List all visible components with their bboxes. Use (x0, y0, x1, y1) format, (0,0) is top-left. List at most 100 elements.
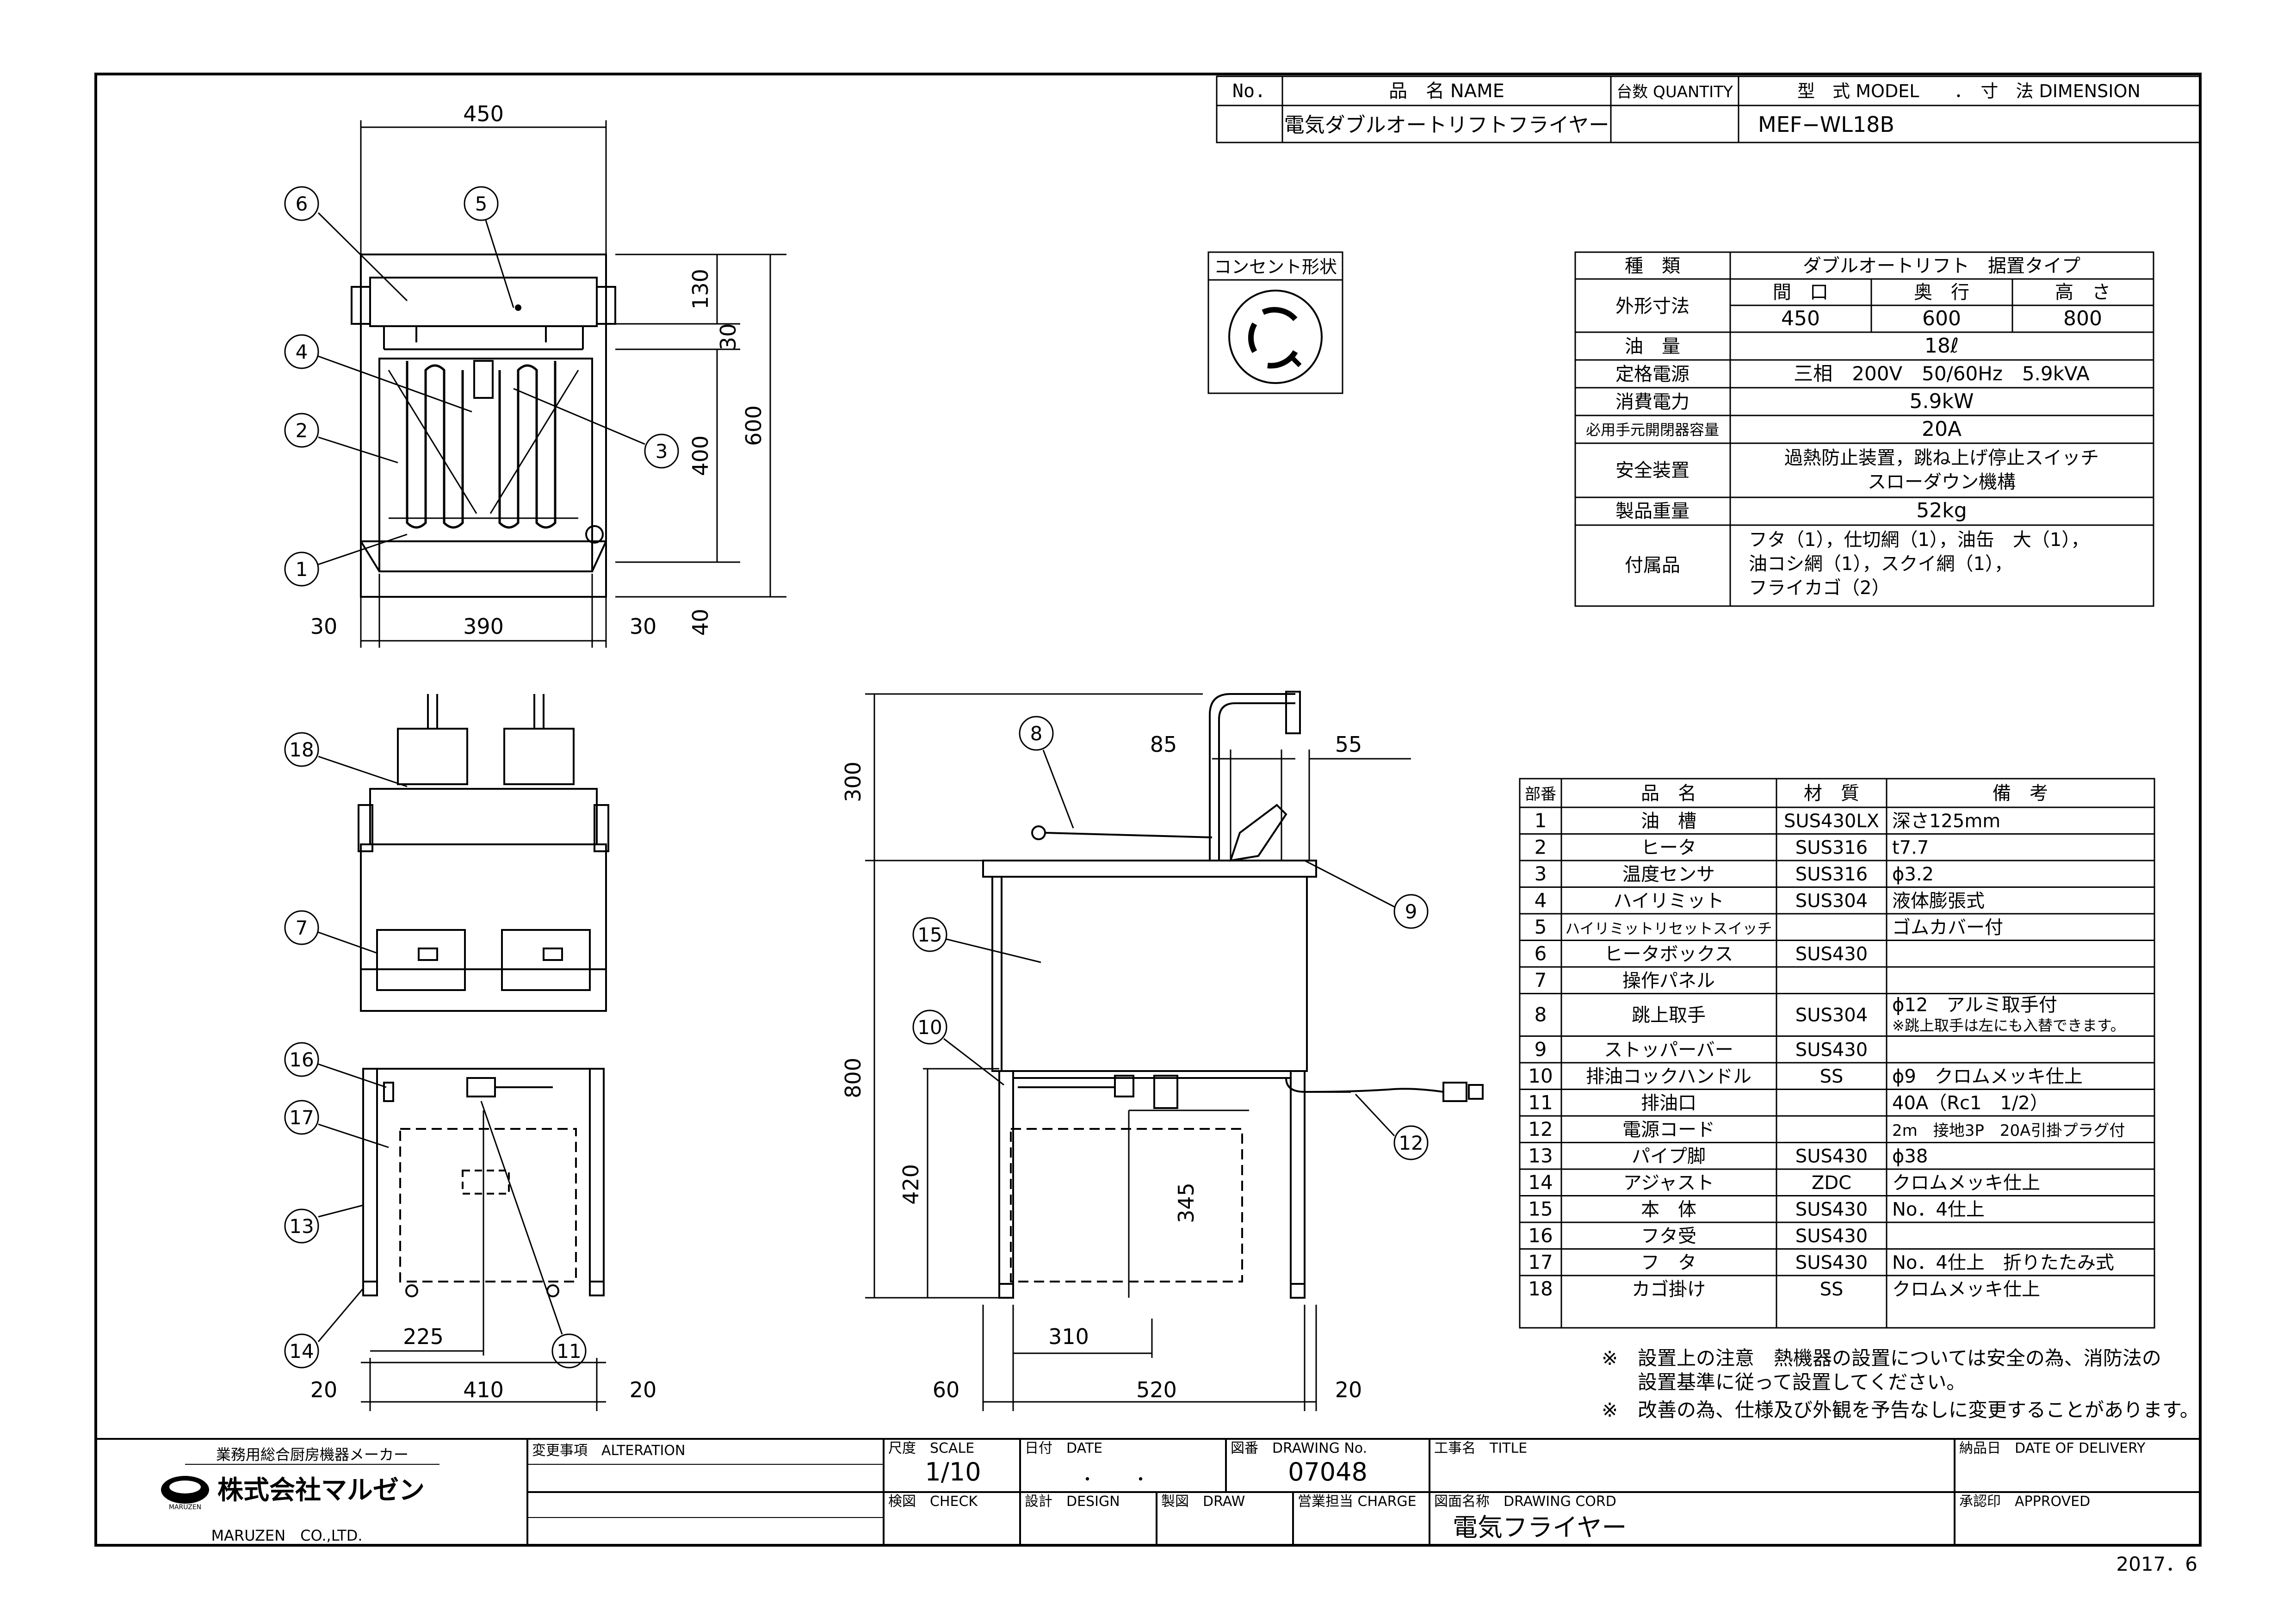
part-no: 15 (1528, 1197, 1553, 1220)
date-value: ． ． (1083, 1461, 1157, 1486)
spec-value-safety-1: 過熱防止装置，跳ね上げ停止スイッチ (1784, 447, 2099, 469)
balloons (284, 186, 1429, 1369)
part-no: 6 (1535, 942, 1547, 965)
balloon-13: 13 (289, 1215, 314, 1238)
dim-top-390: 390 (463, 614, 504, 639)
company-name-jp: 株式会社マルゼン (217, 1475, 425, 1505)
part-note: ϕ38 (1892, 1146, 1928, 1167)
part-note: クロムメッキ仕上 (1892, 1279, 2040, 1300)
spec-sub-height: 高 さ (2055, 282, 2110, 303)
part-no: 2 (1535, 836, 1547, 858)
spec-label-safety: 安全装置 (1615, 460, 1690, 481)
part-no: 12 (1528, 1118, 1553, 1140)
balloon-labels: 6 5 4 3 2 1 18 7 16 17 13 14 11 8 9 15 1… (289, 192, 1423, 1363)
part-name: フ タ (1641, 1252, 1696, 1273)
dim-side-55: 55 (1335, 732, 1362, 757)
dim-top-30: 30 (716, 323, 741, 351)
balloon-1: 1 (296, 558, 308, 581)
part-name: フタ受 (1641, 1226, 1696, 1247)
spec-val-height: 800 (2063, 307, 2102, 330)
spec-value-weight: 52kg (1916, 499, 1967, 522)
spec-label-consumption: 消費電力 (1615, 391, 1690, 413)
part-no: 7 (1535, 969, 1547, 991)
dim-side-60: 60 (933, 1377, 960, 1402)
spec-label-oil: 油 量 (1625, 336, 1680, 357)
parts-table (1519, 778, 2155, 1329)
part-material: SUS304 (1795, 1005, 1868, 1026)
part-material: SUS304 (1795, 890, 1868, 911)
dim-top-400: 400 (688, 435, 713, 476)
balloon-18: 18 (289, 738, 314, 761)
dim-front-20-right: 20 (630, 1377, 657, 1402)
spec-value-consumption: 5.9kW (1910, 390, 1974, 413)
part-no: 16 (1528, 1224, 1553, 1247)
spec-value-breaker: 20A (1922, 417, 1962, 441)
design-label: 設計 DESIGN (1025, 1493, 1120, 1510)
drawing-no-label: 図番 DRAWING No. (1231, 1440, 1367, 1456)
balloon-8: 8 (1030, 722, 1043, 745)
part-note: ゴムカバー付 (1892, 917, 2003, 938)
part-name: パイプ脚 (1632, 1146, 1706, 1167)
side-view (982, 691, 1484, 1299)
note-2-line-1: 改善の為、仕様及び外観を予告なしに変更することがあります。 (1638, 1399, 2199, 1421)
outlet-plug-icon (1228, 290, 1323, 384)
spec-label-type: 種 類 (1625, 255, 1680, 277)
name-header: 品 名 NAME (1389, 81, 1504, 102)
part-note: ϕ3.2 (1892, 864, 1934, 885)
outlet-label: コンセント形状 (1214, 257, 1337, 277)
part-no: 13 (1528, 1144, 1553, 1167)
drawing-no-value: 07048 (1288, 1457, 1368, 1487)
outlet-box: コンセント形状 (1207, 251, 1343, 394)
dim-side-300: 300 (841, 762, 866, 802)
part-name: 本 体 (1641, 1199, 1696, 1220)
spec-sub-depth: 奥 行 (1914, 282, 1969, 303)
part-name: ヒータ (1641, 837, 1696, 858)
part-material: SUS430 (1795, 1146, 1868, 1167)
spec-sub-width: 間 口 (1773, 282, 1828, 303)
balloon-11: 11 (557, 1340, 581, 1363)
part-no: 18 (1528, 1277, 1553, 1300)
top-view-dimensions (360, 120, 786, 648)
balloon-16: 16 (289, 1048, 314, 1071)
part-name: ストッパーバー (1604, 1039, 1733, 1060)
part-note: 液体膨張式 (1892, 890, 1985, 911)
part-note: 2m 接地3P 20A引掛プラグ付 (1892, 1121, 2125, 1140)
dim-front-20-left: 20 (310, 1377, 338, 1402)
spec-value-power-source: 三相 200V 50/60Hz 5.9kVA (1794, 362, 2090, 385)
balloon-3: 3 (656, 440, 668, 463)
spec-label-power-source: 定格電源 (1615, 364, 1690, 385)
part-name: 跳上取手 (1632, 1005, 1706, 1026)
part-note: No．4仕上 折りたたみ式 (1892, 1252, 2114, 1273)
part-no: 4 (1535, 889, 1547, 911)
dim-side-85: 85 (1150, 732, 1177, 757)
dim-front-225: 225 (403, 1324, 444, 1349)
spec-val-depth: 600 (1922, 307, 1961, 330)
parts-header-no: 部番 (1525, 785, 1556, 804)
front-view (358, 694, 609, 1297)
note-1-line-2: 設置基準に従って設置してください。 (1638, 1371, 1966, 1394)
dim-side-800: 800 (841, 1058, 866, 1098)
part-no: 17 (1528, 1251, 1553, 1273)
dim-top-450: 450 (463, 101, 504, 126)
spec-value-safety-2: スローダウン機構 (1868, 471, 2016, 493)
part-material: SS (1820, 1279, 1844, 1300)
drawing-name: 電気フライヤー (1453, 1513, 1627, 1542)
company-block: 業務用総合厨房機器メーカー MARUZEN 株式会社マルゼン MARUZEN C… (161, 1446, 439, 1544)
balloon-9: 9 (1405, 900, 1417, 923)
dim-side-310: 310 (1048, 1324, 1089, 1349)
part-material: SUS430 (1795, 1226, 1868, 1247)
part-material: SS (1820, 1066, 1844, 1087)
part-material: ZDC (1812, 1172, 1851, 1194)
top-view (351, 254, 616, 598)
balloon-12: 12 (1399, 1132, 1423, 1154)
dim-top-130: 130 (688, 269, 713, 310)
part-material: SUS430 (1795, 943, 1868, 965)
part-no: 1 (1535, 809, 1547, 832)
footer-block (96, 1438, 2200, 1545)
part-no: 14 (1528, 1171, 1553, 1194)
no-header: No. (1232, 81, 1266, 102)
parts-header-material: 材 質 (1804, 783, 1859, 804)
part-note: ϕ12 アルミ取手付 (1892, 995, 2057, 1016)
